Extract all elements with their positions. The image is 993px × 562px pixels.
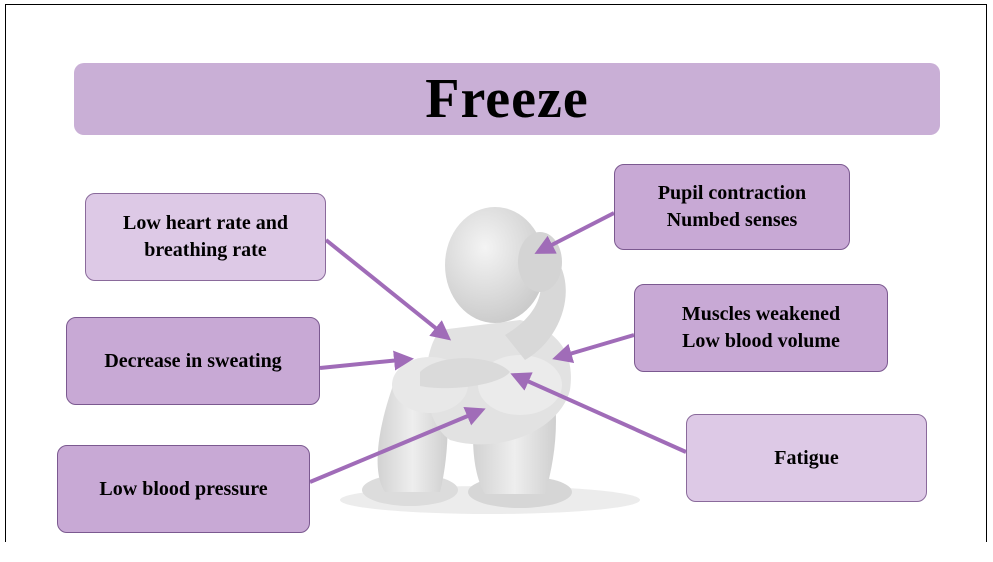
arrow-heart-rate [326, 240, 448, 338]
label-box-fatigue: Fatigue [686, 414, 927, 502]
label-box-blood-pressure: Low blood pressure [57, 445, 310, 533]
arrow-muscles [556, 335, 634, 358]
arrow-pupil [538, 213, 614, 252]
label-box-muscles: Muscles weakened Low blood volume [634, 284, 888, 372]
label-box-pupil: Pupil contraction Numbed senses [614, 164, 850, 250]
label-box-sweating: Decrease in sweating [66, 317, 320, 405]
arrow-sweating [320, 359, 410, 368]
label-box-heart-rate: Low heart rate and breathing rate [85, 193, 326, 281]
